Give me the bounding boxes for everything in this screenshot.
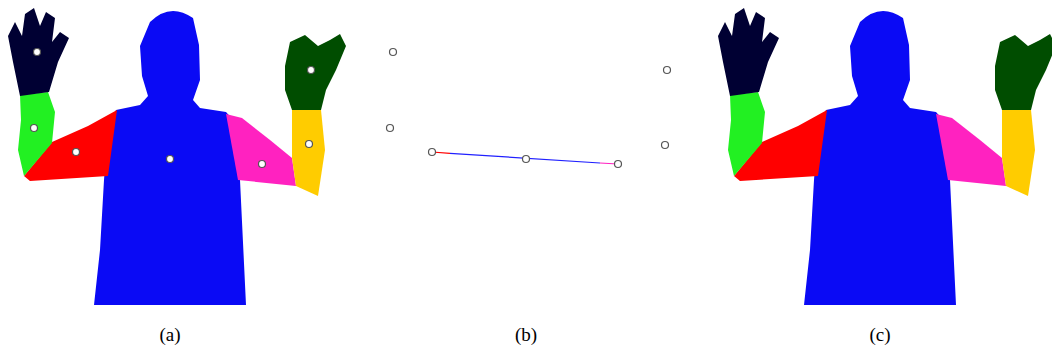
panel-b-skeleton	[387, 49, 671, 168]
centroid-dot	[167, 156, 174, 163]
panel-label: (c)	[850, 324, 910, 346]
centroid-dot	[259, 161, 266, 168]
panel-a-image	[8, 8, 346, 305]
skeleton-point	[387, 125, 394, 132]
part-centroids	[31, 49, 315, 168]
skeleton-segment	[450, 153, 600, 163]
panel-label: (a)	[140, 324, 200, 346]
centroid-dot	[73, 149, 80, 156]
skeleton-point	[429, 149, 436, 156]
centroid-dot	[308, 67, 315, 74]
skeleton-points	[387, 49, 671, 168]
centroid-dot	[34, 49, 41, 56]
skeleton-point	[615, 161, 622, 168]
panel-c-image	[718, 8, 1052, 305]
skeleton-point	[662, 142, 669, 149]
body-segmentation	[8, 8, 346, 305]
skeleton-point	[523, 156, 530, 163]
centroid-dot	[31, 125, 38, 132]
skeleton-point	[390, 49, 397, 56]
panel-label: (b)	[496, 324, 556, 346]
skeleton-point	[664, 67, 671, 74]
body-segmentation	[718, 8, 1052, 305]
centroid-dot	[306, 141, 313, 148]
